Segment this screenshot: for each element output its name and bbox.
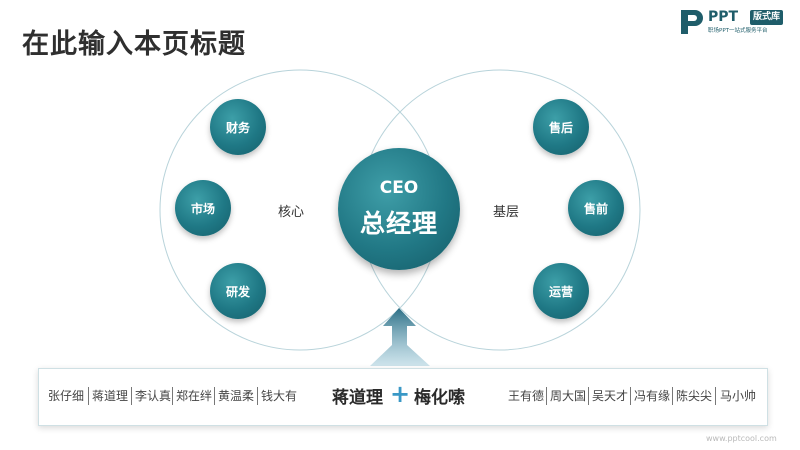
leader-2: 梅化嗦	[414, 388, 465, 408]
node-after-sales: 售后	[533, 99, 589, 155]
separator	[630, 387, 631, 405]
up-arrow	[370, 308, 430, 366]
separator	[257, 387, 258, 405]
person-left-6: 钱大有	[260, 389, 297, 403]
person-left-1: 张仔细	[47, 389, 84, 403]
logo-p-icon	[681, 10, 703, 34]
person-left-2: 蒋道理	[91, 389, 128, 403]
separator	[672, 387, 673, 405]
logo-badge: 版式库	[750, 10, 784, 25]
logo-word: PPT	[708, 9, 739, 25]
left-circle-label: 核心	[278, 205, 305, 220]
person-right-5: 陈尖尖	[675, 389, 712, 403]
person-right-3: 吴天才	[591, 389, 628, 403]
separator	[88, 387, 89, 405]
node-rnd: 研发	[210, 263, 266, 319]
center-title: CEO	[379, 178, 419, 198]
logo: PPT 版式库 职场PPT一站式服务平台	[678, 8, 796, 38]
person-right-4: 冯有缘	[633, 389, 670, 403]
node-market: 市场	[175, 180, 231, 236]
bottom-bar	[38, 368, 768, 426]
leader-1: 蒋道理	[332, 388, 383, 408]
person-right-6: 马小帅	[719, 389, 756, 403]
center-subtitle: 总经理	[359, 209, 438, 238]
page-title: 在此输入本页标题	[22, 29, 246, 60]
separator	[715, 387, 716, 405]
separator	[131, 387, 132, 405]
right-circle-label: 基层	[493, 205, 520, 220]
watermark: www.pptcool.com	[706, 434, 777, 443]
node-finance: 财务	[210, 99, 266, 155]
person-right-2: 周大国	[549, 389, 586, 403]
person-left-4: 郑在绊	[175, 389, 212, 403]
node-operations: 运营	[533, 263, 589, 319]
node-pre-sales: 售前	[568, 180, 624, 236]
separator	[588, 387, 589, 405]
person-right-1: 王有德	[507, 389, 544, 403]
person-left-3: 李认真	[134, 389, 171, 403]
logo-slogan: 职场PPT一站式服务平台	[708, 28, 768, 34]
center-node: CEO 总经理	[338, 148, 460, 270]
separator	[214, 387, 215, 405]
person-left-5: 黄温柔	[217, 389, 254, 403]
separator	[172, 387, 173, 405]
plus-icon: +	[390, 380, 411, 408]
separator	[546, 387, 547, 405]
